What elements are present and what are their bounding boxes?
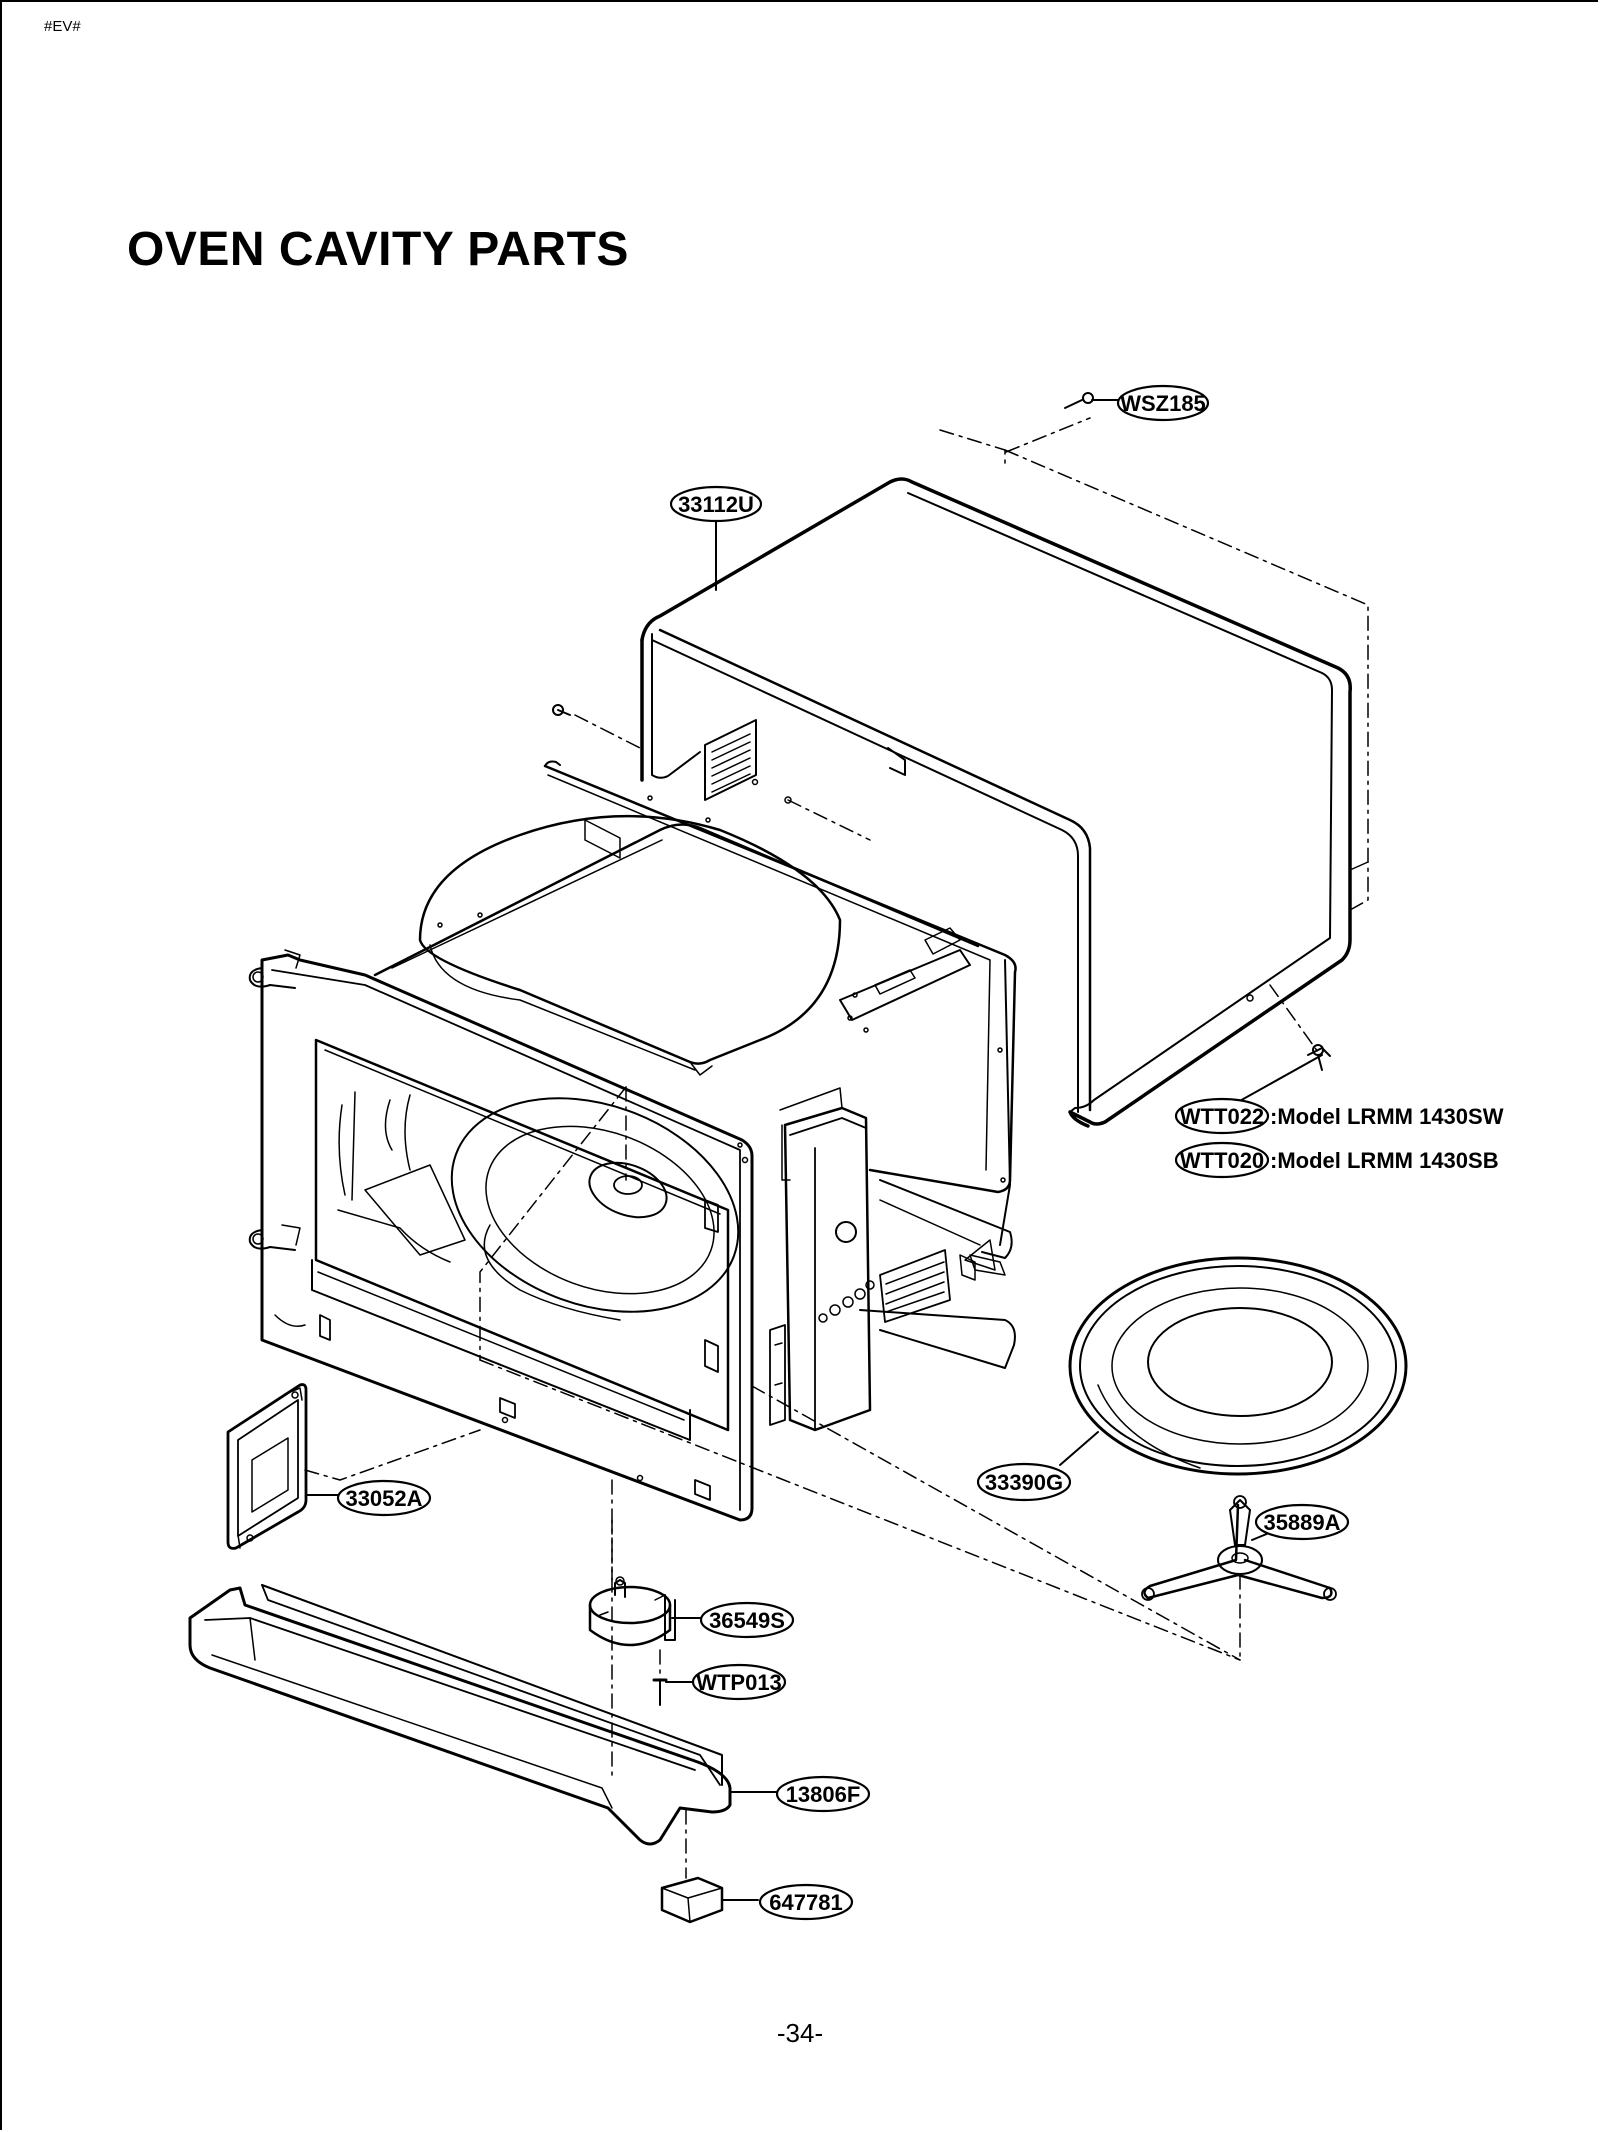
turntable-motor-drawing bbox=[588, 1576, 676, 1647]
foot-drawing bbox=[660, 1876, 724, 1924]
page-title: OVEN CAVITY PARTS bbox=[127, 223, 629, 276]
part-label-33052a: 33052A bbox=[345, 1486, 422, 1511]
screw-wsz185-drawing bbox=[1064, 392, 1094, 409]
part-label-wsz185: WSZ185 bbox=[1120, 391, 1206, 416]
glass-tray-drawing bbox=[1068, 1256, 1408, 1476]
header-tag: #EV# bbox=[44, 18, 81, 35]
oven-cavity-drawing bbox=[248, 760, 1017, 1522]
outer-cabinet-drawing bbox=[640, 429, 1369, 1128]
page-number: -34- bbox=[776, 2018, 824, 2048]
model-note-wtt022: :Model LRMM 1430SW bbox=[1270, 1104, 1504, 1129]
label-ovals bbox=[336, 384, 1350, 1921]
part-label-33112u: 33112U bbox=[678, 492, 754, 517]
part-label-wtp013: WTP013 bbox=[696, 1670, 782, 1695]
part-label-33390g: 33390G bbox=[985, 1470, 1063, 1495]
part-label-36549s: 36549S bbox=[709, 1608, 785, 1633]
roller-support-drawing bbox=[1141, 1495, 1337, 1601]
part-label-wtt020: WTT020 bbox=[1180, 1148, 1264, 1173]
part-label-647781: 647781 bbox=[769, 1890, 842, 1915]
lamp-cover-drawing bbox=[226, 1383, 308, 1550]
part-label-13806f: 13806F bbox=[786, 1782, 861, 1807]
screw-wtp013-drawing bbox=[652, 1678, 668, 1706]
screw-left-drawing bbox=[552, 704, 571, 716]
base-plate-drawing bbox=[188, 1584, 732, 1846]
part-label-35889a: 35889A bbox=[1263, 1510, 1340, 1535]
model-note-wtt020: :Model LRMM 1430SB bbox=[1270, 1148, 1499, 1173]
part-label-wtt022: WTT022 bbox=[1180, 1104, 1264, 1129]
assembly-guide-lines bbox=[304, 417, 1319, 1879]
